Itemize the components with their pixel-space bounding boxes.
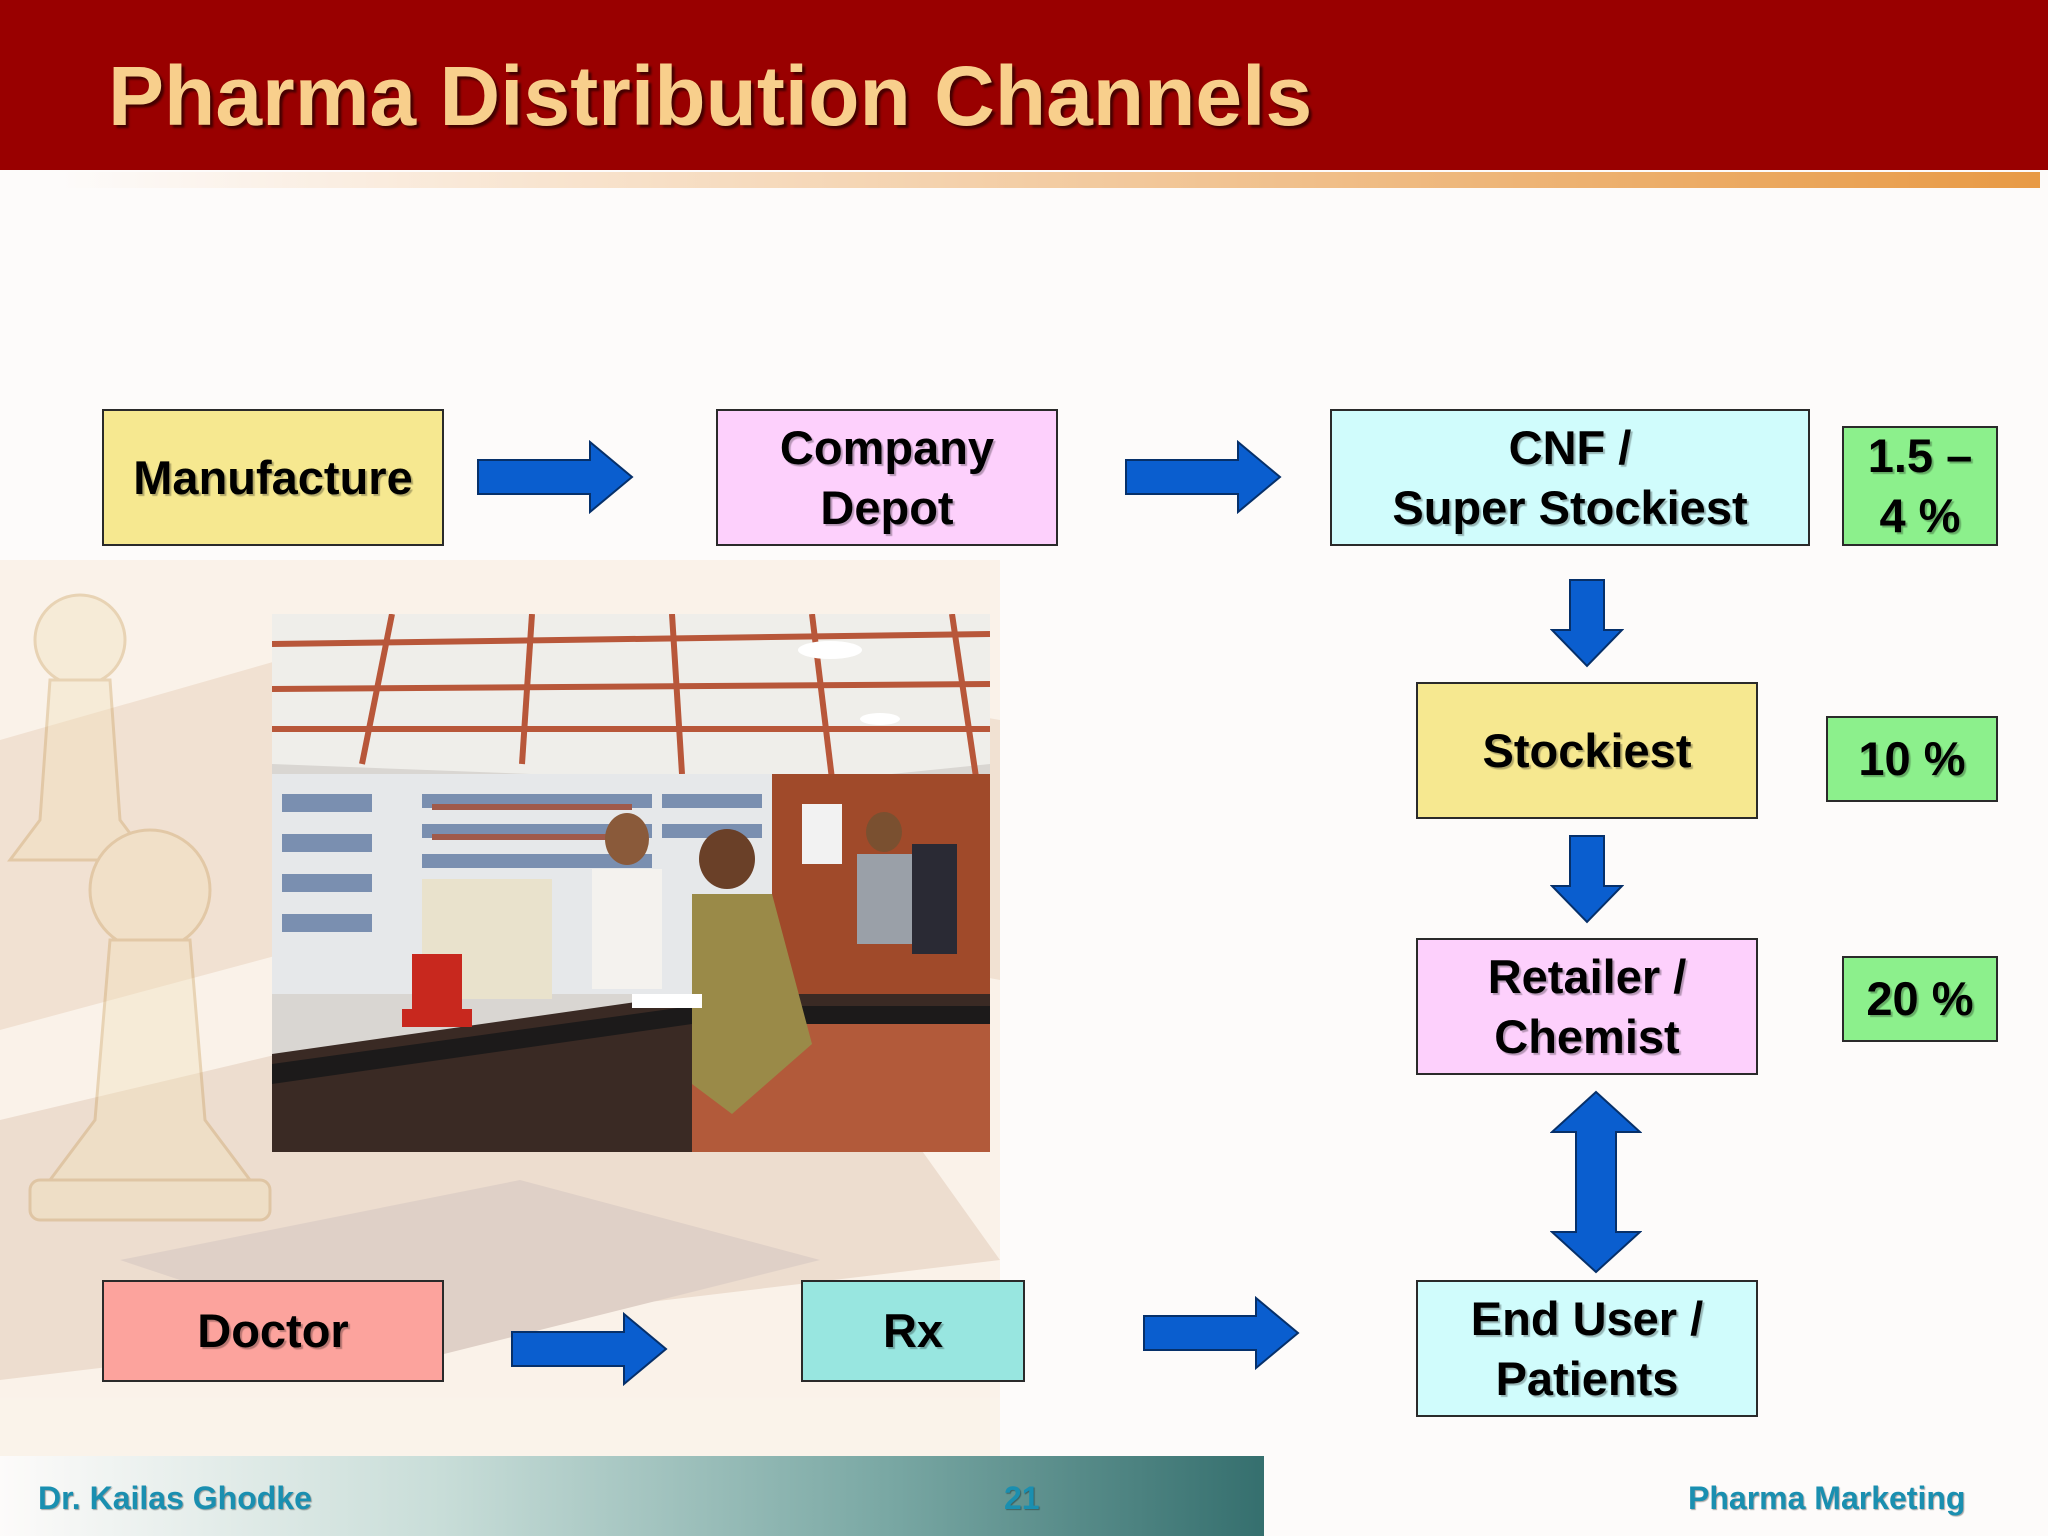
end-user-patients-box: End User / Patients (1416, 1280, 1758, 1417)
footer-bar (0, 1456, 1264, 1536)
arrow-depot-to-cnf (1125, 440, 1282, 514)
rx-label: Rx (882, 1304, 944, 1357)
retailer-margin-label: 20 % (1866, 972, 1974, 1025)
stockiest-margin-label: 10 % (1858, 732, 1966, 785)
arrow-rx-to-end-user (1143, 1296, 1300, 1370)
footer-author: Dr. Kailas Ghodke (38, 1480, 312, 1516)
footer-page-number: 21 (1004, 1480, 1040, 1516)
stockiest-margin-badge: 10 % (1826, 716, 1998, 802)
company-depot-box: Company Depot (716, 409, 1058, 546)
end-user-label: End User / Patients (1470, 1291, 1704, 1405)
arrow-cnf-to-stockiest (1550, 579, 1624, 668)
manufacture-box: Manufacture (102, 409, 444, 546)
arrow-manufacture-to-depot (477, 440, 634, 514)
cnf-super-stockiest-box: CNF / Super Stockiest (1330, 409, 1810, 546)
arrow-retailer-end-user-bidirectional (1550, 1090, 1642, 1274)
stockiest-box: Stockiest (1416, 682, 1758, 819)
pharmacy-photo (272, 614, 990, 1152)
cnf-label: CNF / Super Stockiest (1392, 420, 1748, 534)
cnf-margin-label: 1.5 – 4 % (1867, 429, 1973, 542)
header-bar (0, 0, 2048, 170)
stockiest-label: Stockiest (1482, 723, 1692, 777)
footer-course-title: Pharma Marketing (1688, 1480, 1966, 1516)
retailer-margin-badge: 20 % (1842, 956, 1998, 1042)
doctor-label: Doctor (197, 1304, 349, 1357)
arrow-doctor-to-rx (511, 1312, 668, 1386)
cnf-margin-badge: 1.5 – 4 % (1842, 426, 1998, 546)
retailer-chemist-box: Retailer / Chemist (1416, 938, 1758, 1075)
doctor-box: Doctor (102, 1280, 444, 1382)
slide-title: Pharma Distribution Channels (108, 49, 1313, 143)
arrow-stockiest-to-retailer (1550, 835, 1624, 924)
company-depot-label: Company Depot (779, 420, 995, 534)
rx-box: Rx (801, 1280, 1025, 1382)
manufacture-label: Manufacture (133, 450, 413, 504)
retailer-label: Retailer / Chemist (1487, 949, 1687, 1063)
header-accent-stripe (60, 172, 2040, 188)
